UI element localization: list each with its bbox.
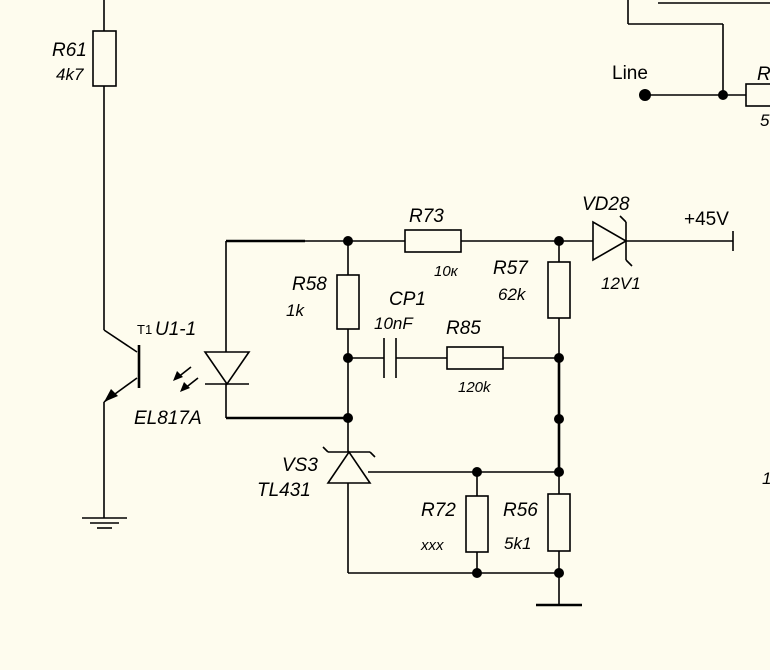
emitter-arrow — [104, 389, 118, 402]
u1-ref: U1-1 — [155, 319, 196, 340]
compensation-network — [336, 241, 559, 452]
cp1-value: 10nF — [374, 314, 414, 333]
led-diode — [203, 351, 251, 386]
cp1-ref: CP1 — [389, 289, 426, 310]
r57-ref: R57 — [493, 258, 529, 279]
r57-value: 62k — [498, 285, 527, 304]
opto-led — [203, 239, 348, 420]
r85-ref: R85 — [446, 318, 481, 339]
r72-value: xxx — [420, 537, 444, 554]
top-rail — [348, 215, 734, 267]
vs3-ref: VS3 — [282, 455, 318, 476]
r61-resistor — [92, 30, 117, 87]
r56-value: 5k1 — [504, 534, 531, 553]
optocoupler-light-arrows — [173, 366, 199, 392]
edge-text: 1 — [762, 469, 770, 488]
r73-value: 10к — [434, 263, 459, 280]
r85-value: 120k — [458, 379, 492, 396]
r58-ref: R58 — [292, 274, 327, 295]
r56-resistor — [547, 493, 571, 552]
r57-resistor — [547, 261, 571, 319]
r72-resistor — [465, 495, 489, 553]
r56-ref: R56 — [503, 500, 538, 521]
r61-ref: R61 — [52, 40, 87, 61]
r58-value: 1k — [286, 301, 305, 320]
r85-resistor — [446, 346, 504, 370]
divider-network — [348, 241, 582, 607]
vs3-tl431 — [322, 446, 376, 573]
r58-resistor — [336, 274, 360, 330]
r-partial-value: 5 — [760, 111, 770, 130]
net-line-label: Line — [612, 63, 648, 84]
r-partial-resistor — [745, 83, 770, 107]
r73-resistor — [404, 229, 462, 253]
r61-value: 4k7 — [56, 65, 84, 84]
r-partial-ref: R — [757, 64, 770, 85]
net-plus45v: +45V — [684, 209, 729, 230]
vd28-ref: VD28 — [582, 194, 630, 215]
vs3-part: TL431 — [257, 480, 311, 501]
r73-ref: R73 — [409, 206, 444, 227]
u1-prefix: T1 — [137, 322, 152, 337]
vd28-value: 12V1 — [601, 274, 641, 293]
vd28-zener — [592, 220, 628, 262]
junction-dots — [343, 89, 728, 578]
r61-branch — [82, 0, 141, 529]
line-net — [627, 0, 770, 107]
u1-part: EL817A — [134, 408, 202, 429]
r72-ref: R72 — [421, 500, 456, 521]
